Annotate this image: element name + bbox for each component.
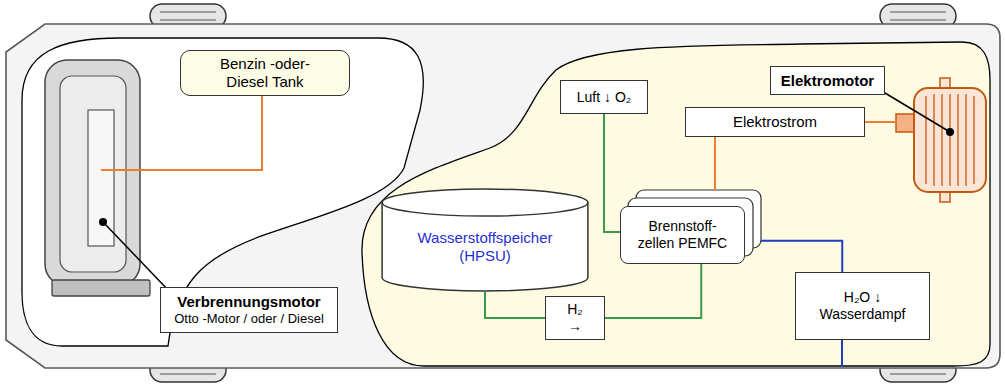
pipe-connector bbox=[485, 292, 545, 318]
pipe-connector bbox=[761, 241, 842, 272]
combustion-engine bbox=[45, 60, 150, 296]
leader-dot bbox=[99, 218, 107, 226]
fuel-cell-stack: Brennstoff- zellen PEMFC bbox=[620, 206, 745, 264]
current-box: Elektrostrom bbox=[685, 107, 865, 137]
node-text: Elektrostrom bbox=[733, 113, 817, 131]
node-text: Wasserstoffspeicher (HPSU) bbox=[403, 229, 568, 265]
pipe-connector bbox=[605, 264, 701, 318]
node-text: H₂O ↓ Wasserdampf bbox=[813, 289, 913, 323]
fuel-cell-region bbox=[362, 42, 990, 366]
electric-motor bbox=[896, 78, 986, 202]
engine-label-box: VerbrennungsmotorOtto -Motor / oder / Di… bbox=[160, 287, 338, 333]
cylinder-body bbox=[382, 189, 588, 291]
car-body bbox=[6, 24, 1000, 368]
water-vapour-box: H₂O ↓ Wasserdampf bbox=[795, 272, 930, 340]
cylinder-rim bbox=[382, 203, 588, 217]
node-text: Verbrennungsmotor bbox=[177, 293, 320, 311]
combustion-region bbox=[22, 38, 423, 346]
node-text: Elektromotor bbox=[781, 72, 874, 90]
tank-box: Benzin -oder- Diesel Tank bbox=[180, 50, 350, 96]
pipe-connector bbox=[604, 114, 620, 232]
node-text: Otto -Motor / oder / Diesel bbox=[174, 311, 324, 327]
leader-line bbox=[880, 90, 950, 132]
air-box: Luft ↓ O₂ bbox=[560, 80, 648, 114]
node-text: Brennstoff- zellen PEMFC bbox=[630, 218, 735, 252]
leader-dot bbox=[946, 128, 954, 136]
node-text: H₂ → bbox=[560, 301, 590, 335]
hydrogen-flow-box: H₂ → bbox=[545, 296, 605, 340]
node-text: Benzin -oder- Diesel Tank bbox=[210, 55, 320, 91]
hydrogen-tank: Wasserstoffspeicher (HPSU) bbox=[380, 188, 590, 292]
node-text: Luft ↓ O₂ bbox=[577, 89, 631, 106]
pipe-connector bbox=[714, 137, 716, 190]
leader-line bbox=[103, 222, 170, 292]
motor-label-box: Elektromotor bbox=[770, 66, 885, 95]
